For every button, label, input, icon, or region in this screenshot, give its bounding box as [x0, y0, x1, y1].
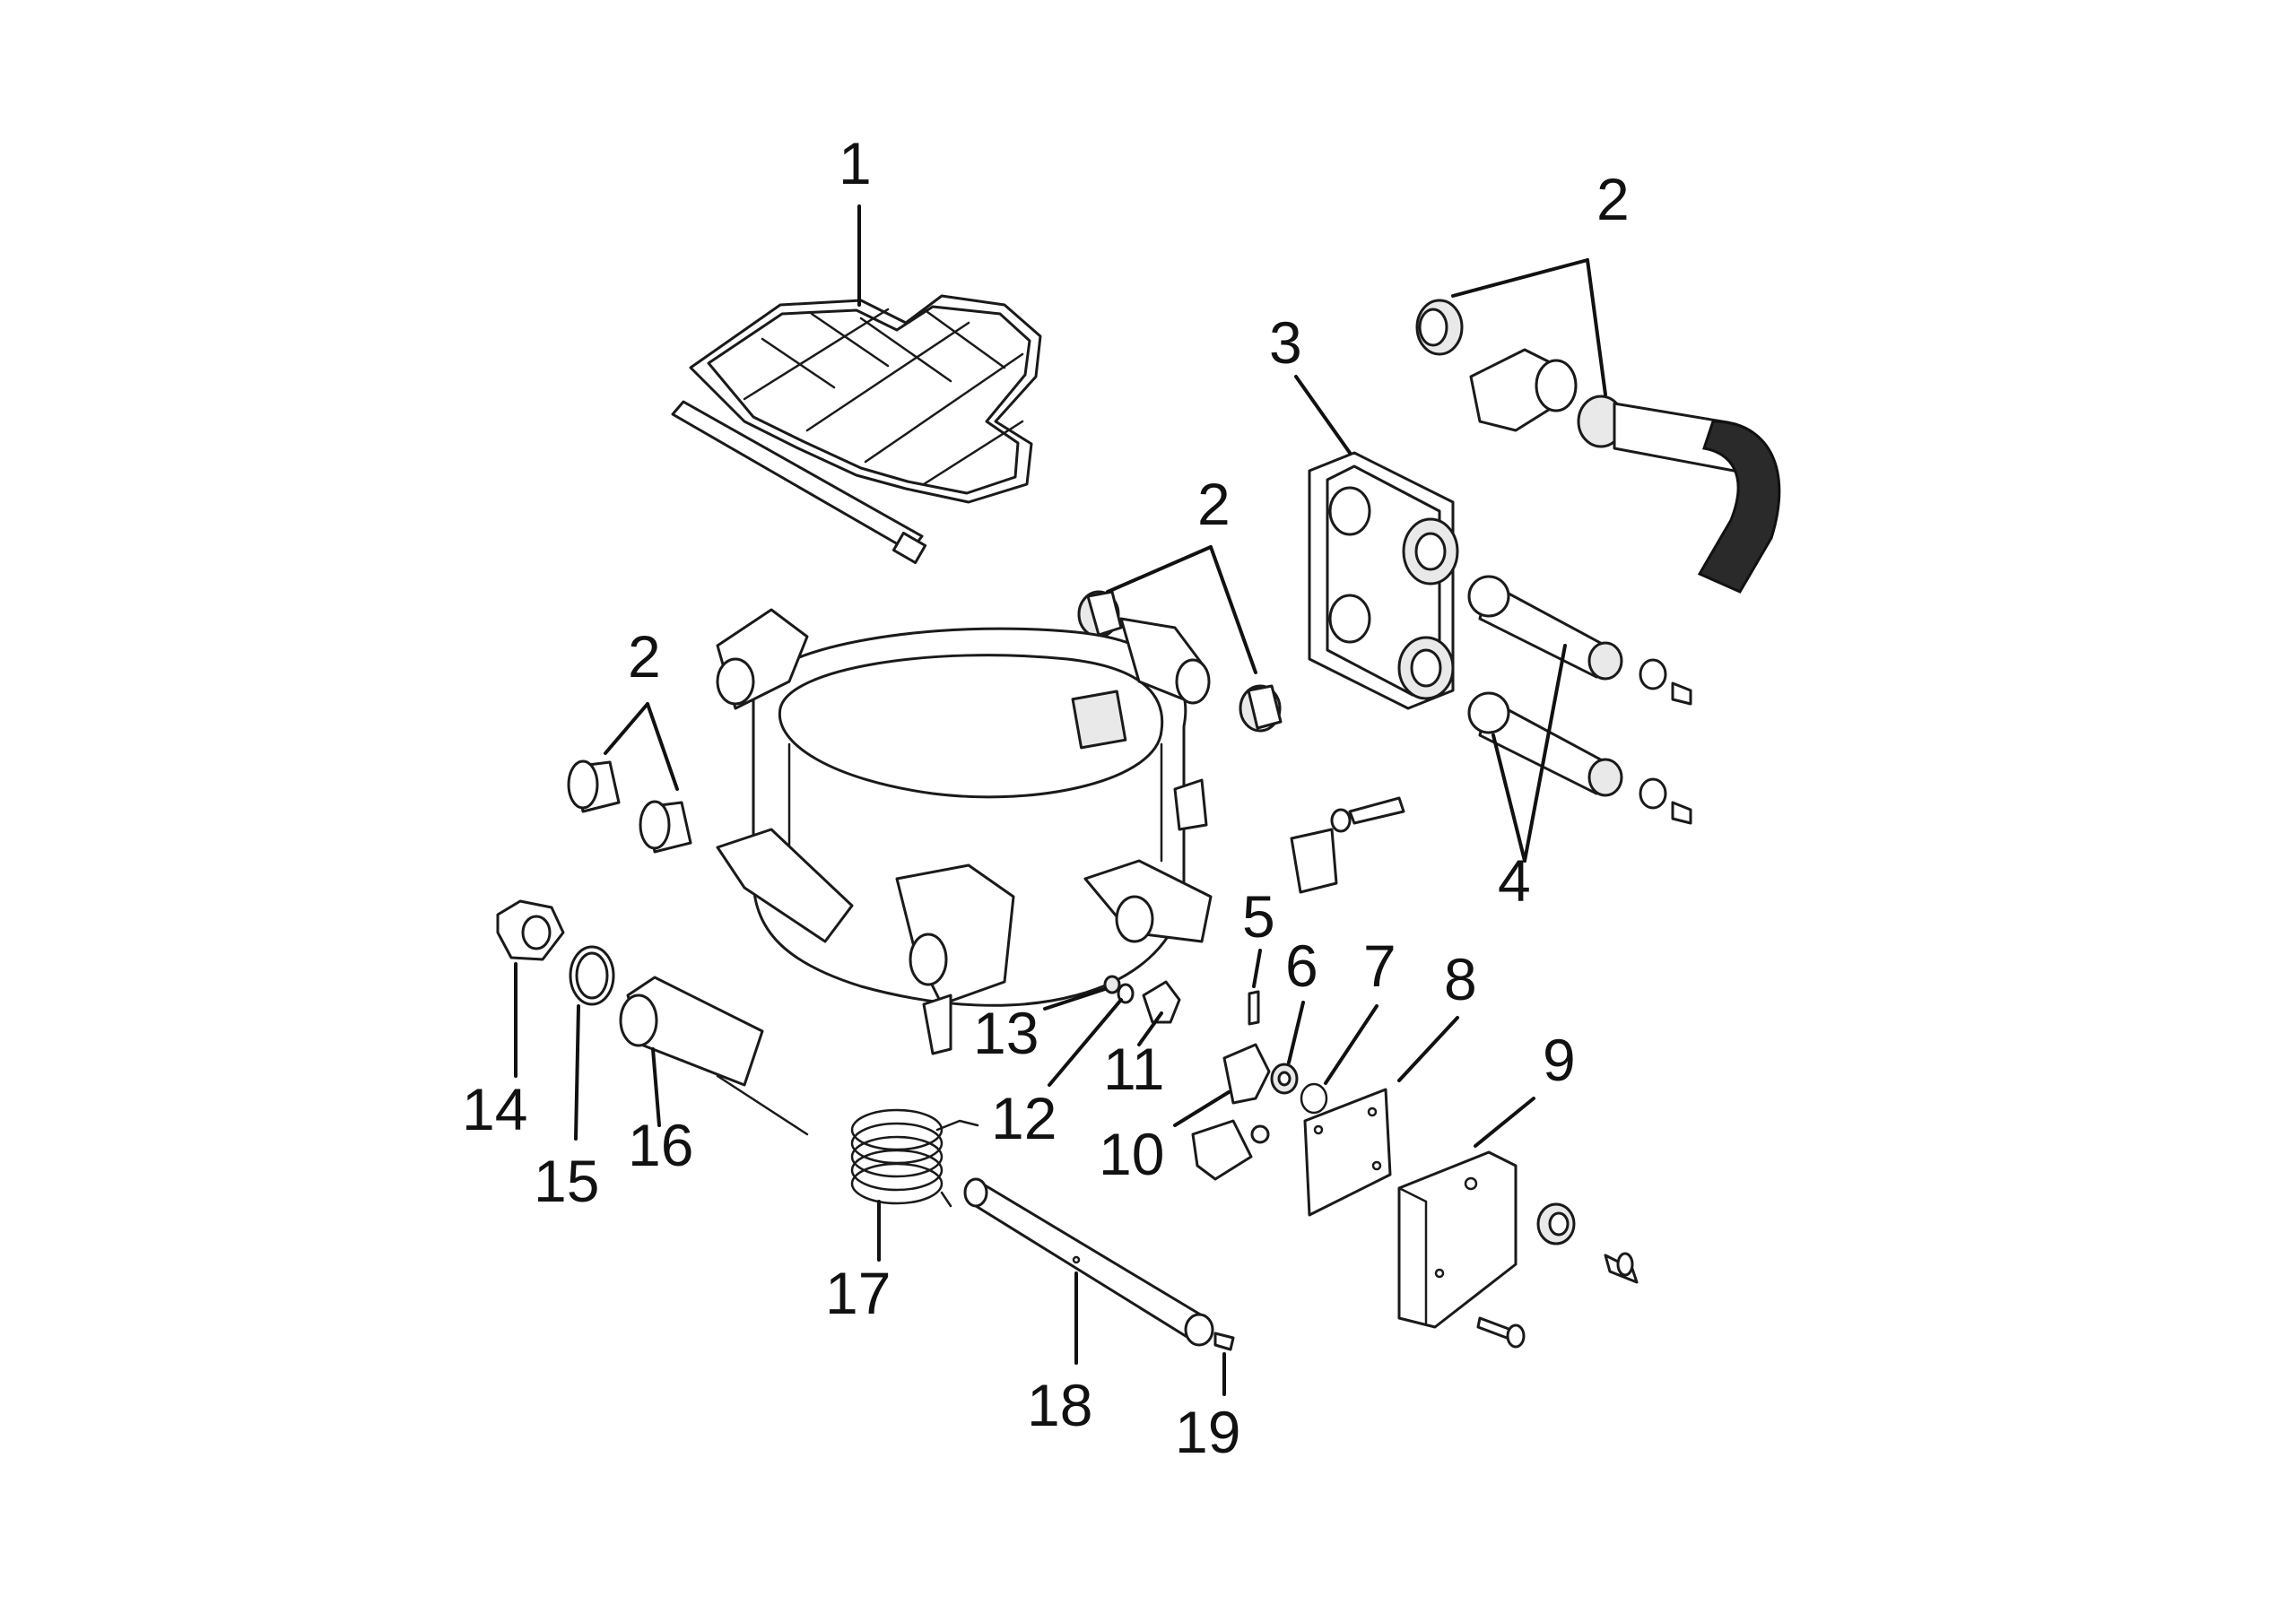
part-14-hex-nut: [496, 899, 565, 961]
part-9-cover: [1397, 1150, 1639, 1349]
part-11-small-cam: [1142, 980, 1181, 1024]
callout-17: 17: [825, 1260, 891, 1326]
part-6-washer: [1270, 1063, 1299, 1095]
callout-2-top-right: 2: [1596, 166, 1630, 232]
part-15-ring: [569, 945, 615, 1006]
callout-19: 19: [1175, 1399, 1240, 1465]
callout-labels: 1 2 3 2 2 4 5 6 7 8 9 10 11 12 13 14 15 …: [462, 130, 1630, 1465]
part-8-plate: [1303, 1088, 1392, 1217]
leader-lines: [514, 204, 1607, 1396]
callout-3: 3: [1269, 309, 1302, 376]
part-16-sleeve: [619, 976, 809, 1136]
callout-11: 11: [1103, 1036, 1165, 1102]
callout-12: 12: [991, 1085, 1057, 1151]
callout-13: 13: [973, 1000, 1039, 1066]
part-13-small-nut: [1103, 975, 1121, 994]
callout-5: 5: [1242, 883, 1275, 950]
part-1-grid-plate: [671, 294, 1042, 565]
part-2-bushings-middle: [1077, 590, 1283, 733]
callout-9: 9: [1543, 1027, 1576, 1093]
callout-6: 6: [1285, 933, 1318, 999]
part-10-cam: [1191, 1043, 1271, 1181]
part-5-pin: [1248, 990, 1260, 1026]
part-2-handle-assembly: [1415, 299, 1781, 594]
callout-1: 1: [839, 130, 872, 196]
callout-14: 14: [462, 1076, 527, 1142]
callout-15: 15: [534, 1148, 599, 1214]
callout-8: 8: [1444, 946, 1477, 1012]
small-bracket: [1290, 796, 1405, 894]
callout-18: 18: [1027, 1372, 1092, 1438]
callout-16: 16: [628, 1112, 693, 1178]
part-3-bracket: [1308, 451, 1459, 710]
part-12-small-washer: [1117, 983, 1135, 1004]
callout-4: 4: [1498, 847, 1531, 914]
callout-7: 7: [1363, 933, 1396, 999]
main-frame-housing: [716, 608, 1213, 1055]
part-18-shaft: [963, 1177, 1214, 1347]
callout-2-left: 2: [628, 623, 661, 690]
part-19-fitting: [1213, 1332, 1235, 1351]
part-7-ring: [1300, 1082, 1328, 1115]
part-4-rollers: [1467, 575, 1692, 825]
part-17-spring: [850, 1108, 979, 1208]
part-2-bushings-left: [567, 759, 692, 854]
callout-10: 10: [1099, 1121, 1164, 1187]
callout-2-middle: 2: [1197, 471, 1231, 537]
